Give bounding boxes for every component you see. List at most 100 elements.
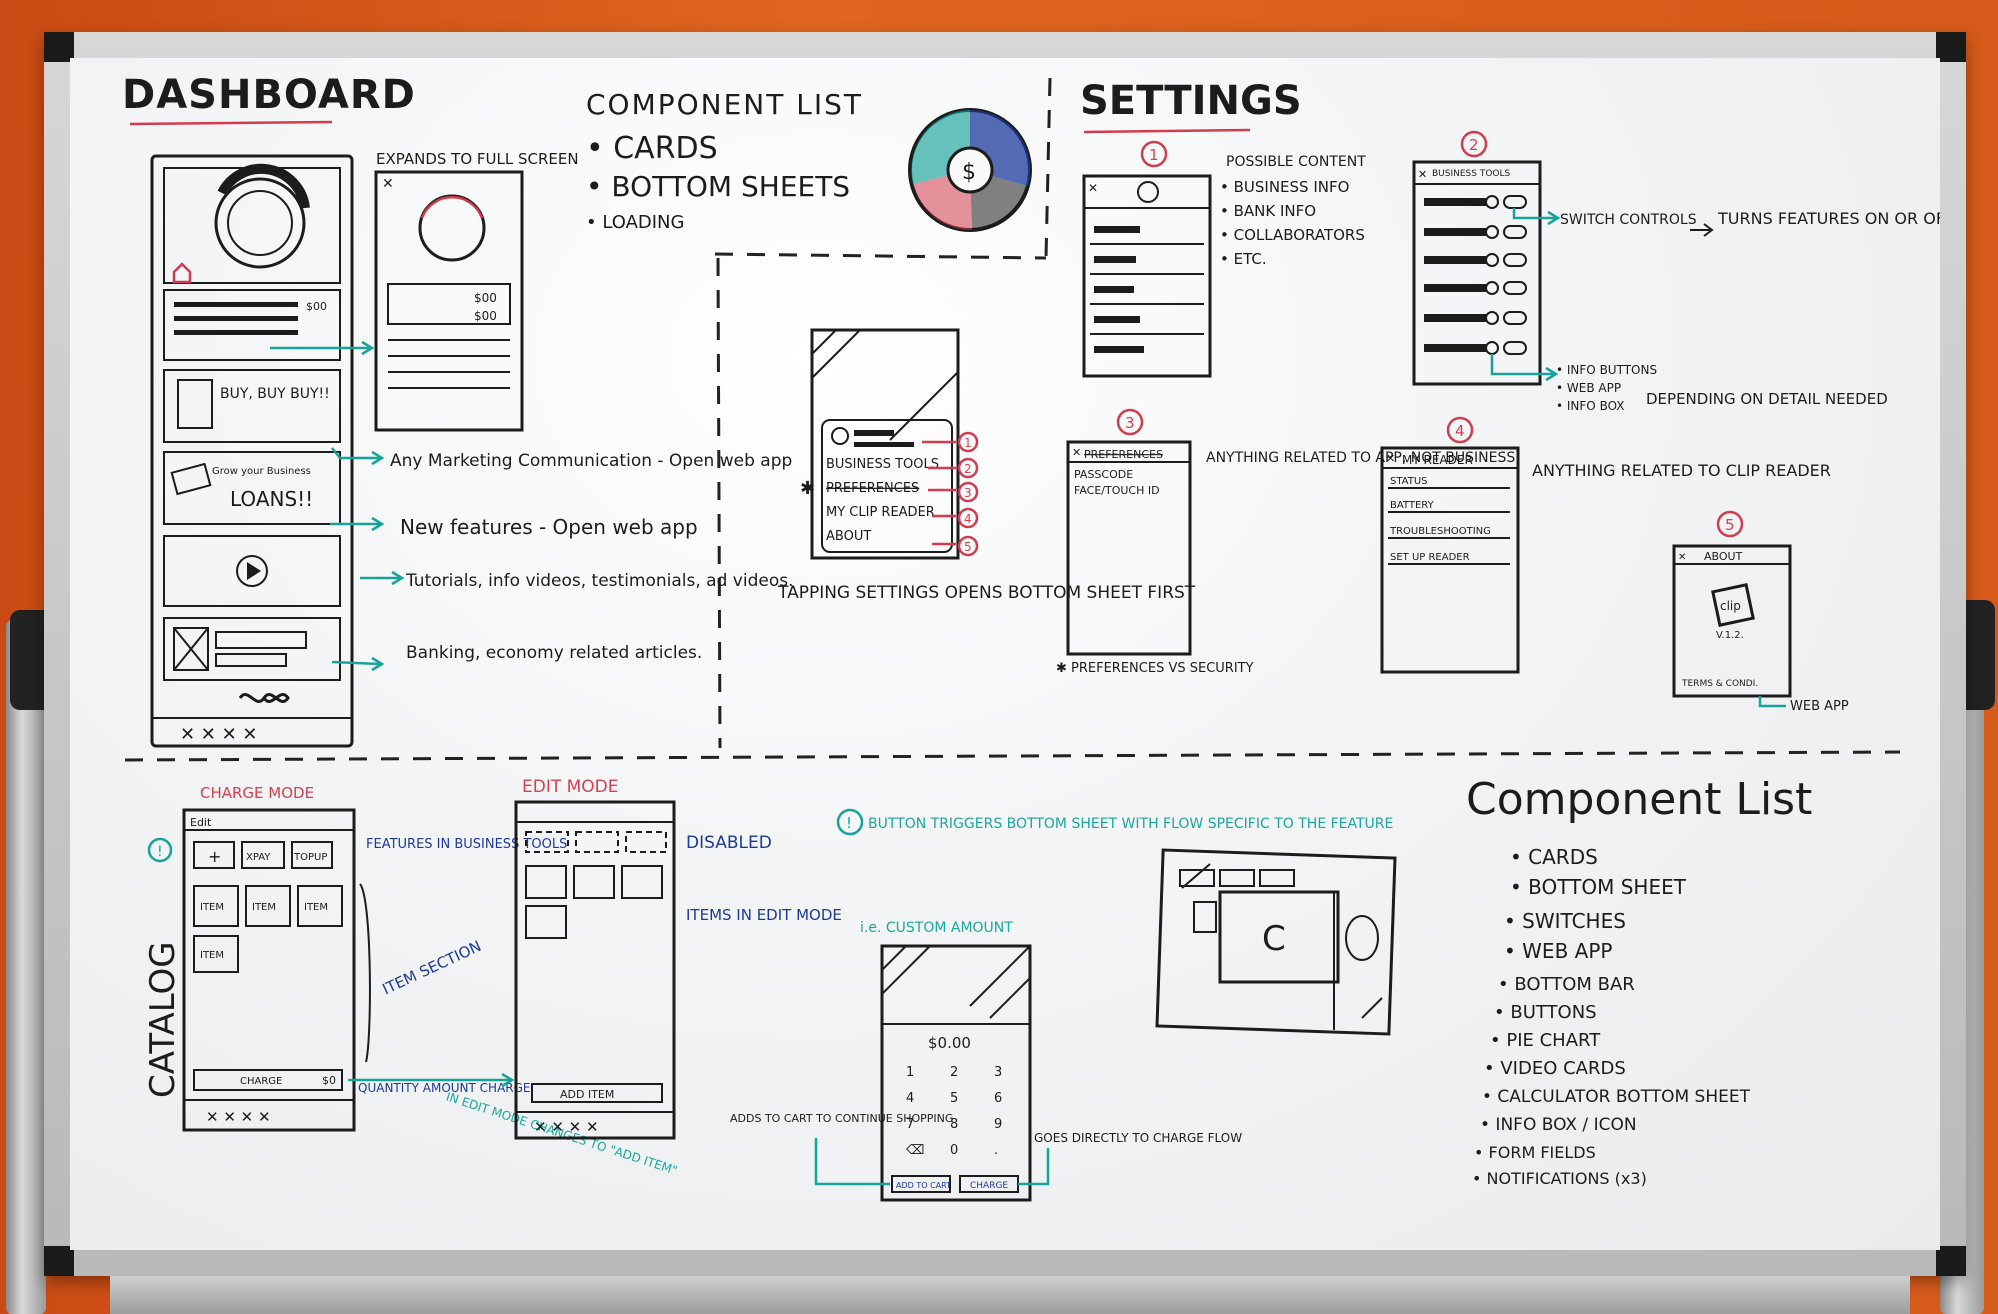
sketch-stroke [514,800,676,1140]
charge-bar-amount: $0 [322,1074,336,1087]
sketch-stroke [1424,198,1486,206]
sketch-stroke [831,427,849,445]
sketch-stroke: ✕ [1072,446,1081,459]
badge-5: 5 [964,540,972,554]
sketch-stroke [1137,181,1159,203]
dashboard-underline [129,120,333,126]
settings-screen-1: ✕ [1082,174,1212,378]
sketch-stroke [625,831,667,853]
ie-custom-amount: i.e. CUSTOM AMOUNT [860,920,1013,936]
sketch-stroke [1424,284,1486,292]
sketch-stroke: ✕ [1678,552,1686,563]
menu-arrows [922,440,956,546]
sketch-stroke [245,885,291,927]
sketch-stroke [1485,195,1499,209]
sketch-stroke [236,555,268,587]
component-bottom-item-10: • INFO BOX / ICON [1480,1115,1637,1135]
sketch-stroke [957,507,979,529]
sketch-stroke [946,146,994,194]
sketch-stroke [1503,195,1527,209]
sketch-stroke [836,808,864,836]
component-bottom-item-5: • BOTTOM BAR [1498,974,1635,995]
sketch-stroke [177,379,213,429]
arrow-web-app [1758,696,1786,708]
divider-horizontal-main [124,750,1901,762]
sketch-stroke [573,865,615,899]
card-loans-text: LOANS!! [230,487,313,511]
sketch-stroke: ⌫ [905,1143,924,1158]
business-tools-label: BUSINESS TOOLS [1432,169,1511,179]
sketch-stroke [575,831,619,853]
component-bottom-item-9: • CALCULATOR BOTTOM SHEET [1482,1087,1751,1107]
sketch-stroke [1485,225,1499,239]
tablet-letter: C [1262,919,1286,959]
sketch-stroke [811,329,959,441]
sketch-stroke [1503,341,1527,355]
goes-charge-note: GOES DIRECTLY TO CHARGE FLOW [1034,1131,1242,1145]
sketch-stroke: 7 [906,1117,914,1132]
dashboard-title: DASHBOARD [122,72,416,118]
preferences-vs-security: ✱ PREFERENCES VS SECURITY [1056,661,1254,676]
component-bottom-item-1: • CARDS [1510,845,1598,869]
settings-badge-4: 4 [1455,422,1465,440]
charge-item-2: ITEM [252,902,276,913]
sketch-stroke [174,330,298,335]
sketch-stroke [193,885,239,927]
sketch-stroke [420,195,484,219]
component-bottom-item-12: • NOTIFICATIONS (x3) [1472,1169,1647,1188]
sketch-stroke: . [994,1143,998,1158]
about-logo: clip [1720,599,1741,613]
sketch-stroke: 8 [950,1117,958,1132]
settings-badge-5: 5 [1725,516,1735,534]
items-edit-note: ITEMS IN EDIT MODE [686,906,842,924]
switch-controls-note: SWITCH CONTROLS [1560,212,1697,228]
sketch-stroke [821,419,953,553]
reader-title: MY READER [1402,453,1473,467]
arrow-features [330,516,385,532]
sketch-stroke [238,693,290,703]
arrow-tutorials [360,570,405,586]
keypad-amount: $0.00 [928,1034,971,1052]
item-section-note: ITEM SECTION [380,937,484,998]
sketch-stroke [1485,341,1499,355]
sketch-stroke: ✕ [1088,181,1098,195]
menu-business-tools: BUSINESS TOOLS [826,457,939,472]
reader-troubleshooting: TROUBLESHOOTING [1389,526,1491,537]
sketch-stroke [193,841,235,869]
sketch-stroke [387,283,511,325]
sketch-stroke [1672,544,1792,698]
sketch-stroke [147,837,173,863]
sketch-stroke [170,462,212,496]
frame-corner [44,1246,74,1276]
sketch-stroke: 9 [994,1117,1002,1132]
keypad-add-cart: ADD TO CART [896,1181,951,1190]
sketch-stroke [1424,256,1486,264]
frame-corner [44,32,74,62]
reader-battery: BATTERY [1390,500,1435,511]
sketch-stroke [1140,140,1168,168]
charge-item-4: ITEM [200,950,224,961]
component-bottom-item-6: • BUTTONS [1494,1002,1597,1023]
sketch-stroke [1219,869,1255,887]
frame-corner [1936,32,1966,62]
sketch-stroke [525,905,567,939]
sketch-stroke: 1 [906,1065,914,1080]
sketch-stroke [1193,901,1217,933]
sketch-stroke [1446,416,1474,444]
sketch-stroke [854,442,914,447]
note-features: New features - Open web app [400,515,698,539]
settings-badge-2: 2 [1469,136,1479,154]
component-bottom-item-2: • BOTTOM SHEET [1510,875,1687,899]
about-terms: TERMS & CONDI. [1681,679,1758,689]
sketch-stroke [621,865,663,899]
component-list-bottom-title: Component List [1466,774,1812,825]
pie-chart-sketch: $ [908,108,1032,232]
depending-note: DEPENDING ON DETAIL NEEDED [1646,390,1888,408]
sketch-stroke [1179,869,1215,887]
sketch-stroke [525,831,569,853]
sketch-stroke [891,1175,951,1193]
sketch-stroke [1218,890,1340,984]
arrow-expand [270,340,375,356]
sketch-stroke [1711,583,1755,627]
arrow-switch-controls [1512,208,1561,226]
